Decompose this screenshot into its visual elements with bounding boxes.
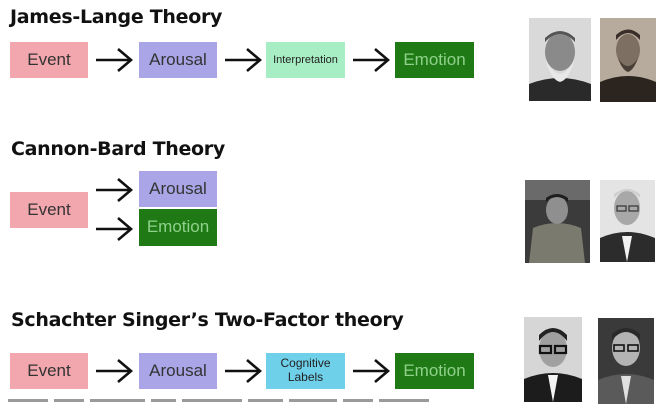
event-box: Event — [10, 192, 88, 228]
cannon-bard-title: Cannon-Bard Theory — [11, 138, 225, 160]
portrait-photo — [600, 180, 655, 262]
right-arrow-icon — [96, 178, 134, 202]
cognitive-labels-box: Cognitive Labels — [266, 353, 345, 389]
james-lange-title: James-Lange Theory — [10, 6, 223, 28]
interpretation-box: Interpretation — [266, 42, 345, 78]
portrait-photo — [600, 18, 656, 102]
arousal-box: Arousal — [139, 353, 217, 389]
portrait-photo — [525, 180, 590, 263]
right-arrow-icon — [96, 48, 134, 72]
portrait-photo — [524, 317, 582, 402]
right-arrow-icon — [225, 48, 263, 72]
right-arrow-icon — [353, 48, 391, 72]
arousal-box: Arousal — [139, 42, 217, 78]
cropped-text-line — [8, 399, 429, 402]
arousal-box: Arousal — [139, 171, 217, 207]
portrait-photo — [529, 18, 591, 101]
right-arrow-icon — [225, 359, 263, 383]
portrait-photo — [598, 318, 654, 404]
emotion-box: Emotion — [139, 209, 217, 246]
event-box: Event — [10, 353, 88, 389]
schachter-singer-title: Schachter Singer’s Two-Factor theory — [11, 309, 404, 331]
right-arrow-icon — [96, 217, 134, 241]
event-box: Event — [10, 42, 88, 78]
cognitive-label-line1: Cognitive — [280, 356, 331, 371]
emotion-box: Emotion — [395, 42, 474, 78]
emotion-box: Emotion — [395, 353, 474, 389]
cognitive-label-line2: Labels — [287, 370, 324, 384]
right-arrow-icon — [96, 359, 134, 383]
right-arrow-icon — [353, 359, 391, 383]
